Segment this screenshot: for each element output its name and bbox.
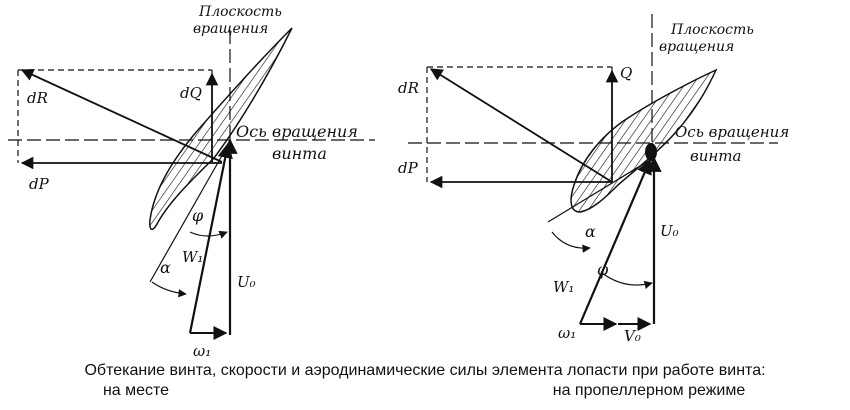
left-diagram: Плоскость вращения Ось вращения винта dR…	[8, 4, 375, 360]
left-omega1-label: ω₁	[193, 342, 211, 360]
caption-left-sub: на месте	[103, 382, 169, 399]
right-W1-vector	[578, 158, 652, 325]
left-axis-label-1: Ось вращения	[236, 122, 358, 141]
left-U0-label: U₀	[237, 273, 256, 291]
left-dR-vector	[20, 69, 223, 163]
caption-right-sub: на пропеллерном режиме	[553, 382, 746, 399]
right-omega1-label: ω₁	[558, 324, 576, 342]
right-axis-label-1: Ось вращения	[675, 123, 789, 141]
caption-line1: Обтекание винта, скорости и аэродинамиче…	[84, 362, 765, 379]
left-plane-label-1: Плоскость	[198, 4, 282, 20]
right-dP-label: dP	[398, 159, 419, 177]
right-Q-label: Q	[620, 64, 632, 82]
right-plane-label-2: вращения	[659, 39, 734, 55]
right-alpha-label: α	[585, 222, 596, 241]
left-alpha-label: α	[160, 258, 171, 277]
right-V0-label: V₀	[624, 327, 641, 345]
right-phi-label: φ	[597, 260, 609, 279]
right-plane-label-1: Плоскость	[670, 22, 754, 38]
right-blade-profile	[570, 68, 718, 213]
left-plane-label-2: вращения	[193, 21, 268, 37]
left-dR-label: dR	[27, 89, 48, 107]
left-W1-label: W₁	[182, 248, 203, 266]
left-blade-profile	[149, 27, 293, 231]
right-dR-vector	[429, 68, 613, 183]
right-W1-label: W₁	[553, 278, 574, 296]
figure-caption: Обтекание винта, скорости и аэродинамиче…	[84, 362, 765, 399]
left-W1-vector	[188, 142, 233, 334]
left-phi-label: φ	[192, 206, 204, 225]
left-dQ-label: dQ	[180, 84, 202, 102]
right-dR-label: dR	[398, 79, 419, 97]
right-U0-label: U₀	[660, 222, 679, 240]
left-dP-label: dP	[29, 175, 50, 193]
right-axis-label-2: винта	[690, 147, 741, 165]
right-diagram: Плоскость вращения Ось вращения винта dR…	[398, 14, 789, 345]
left-axis-label-2: винта	[272, 144, 327, 163]
